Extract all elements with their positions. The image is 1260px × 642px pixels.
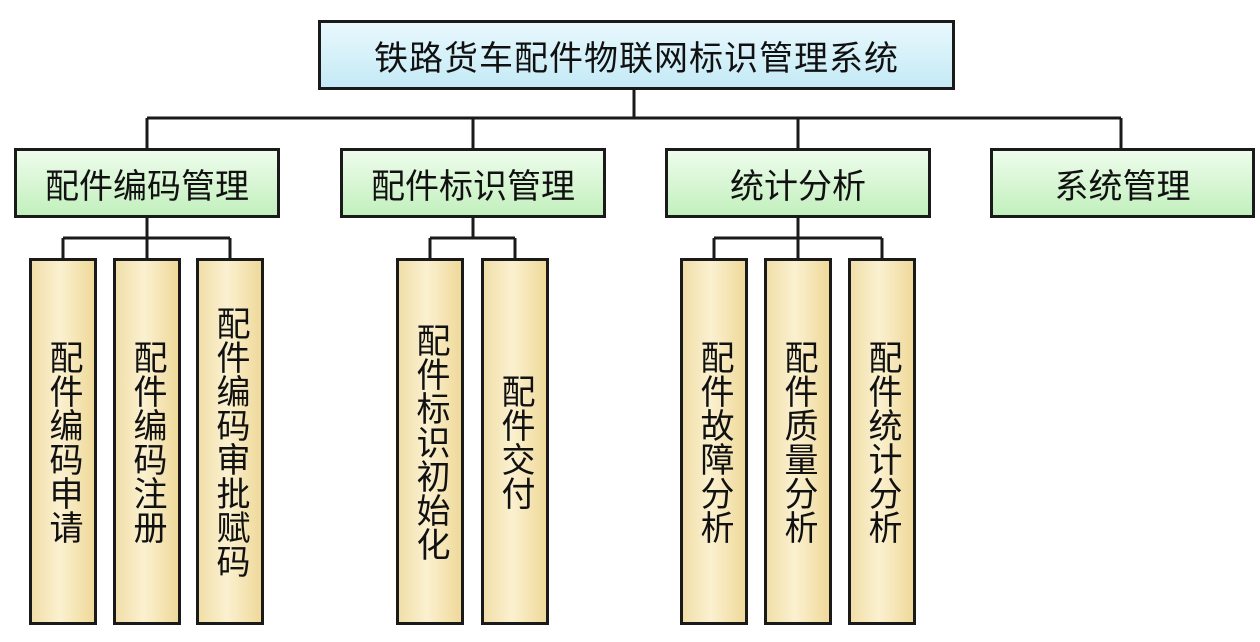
module-label: 配件标识管理	[371, 166, 575, 207]
module-label: 统计分析	[730, 166, 866, 207]
leaf-label: 配件编码申请	[43, 339, 83, 544]
module-system-management: 系统管理	[990, 148, 1255, 218]
module-label: 配件编码管理	[45, 166, 249, 207]
module-part-code-management: 配件编码管理	[14, 148, 280, 218]
leaf-part-code-application: 配件编码申请	[29, 258, 97, 625]
leaf-label: 配件标识初始化	[410, 322, 450, 561]
root-node: 铁路货车配件物联网标识管理系统	[318, 20, 955, 90]
leaf-part-code-registration: 配件编码注册	[113, 258, 181, 625]
leaf-part-identification-init: 配件标识初始化	[396, 258, 464, 625]
leaf-part-statistics-analysis: 配件统计分析	[848, 258, 916, 625]
leaf-part-delivery: 配件交付	[481, 258, 549, 625]
module-part-identification-management: 配件标识管理	[340, 148, 606, 218]
leaf-label: 配件编码注册	[127, 339, 167, 544]
leaf-label: 配件交付	[495, 373, 535, 510]
module-statistical-analysis: 统计分析	[665, 148, 931, 218]
leaf-label: 配件故障分析	[694, 339, 734, 544]
leaf-part-code-approval: 配件编码审批赋码	[196, 258, 264, 625]
module-label: 系统管理	[1054, 166, 1191, 207]
leaf-label: 配件编码审批赋码	[210, 305, 250, 578]
leaf-label: 配件统计分析	[862, 339, 902, 544]
leaf-label: 配件质量分析	[778, 339, 818, 544]
leaf-part-fault-analysis: 配件故障分析	[680, 258, 748, 625]
leaf-part-quality-analysis: 配件质量分析	[764, 258, 832, 625]
root-label: 铁路货车配件物联网标识管理系统	[374, 38, 899, 79]
